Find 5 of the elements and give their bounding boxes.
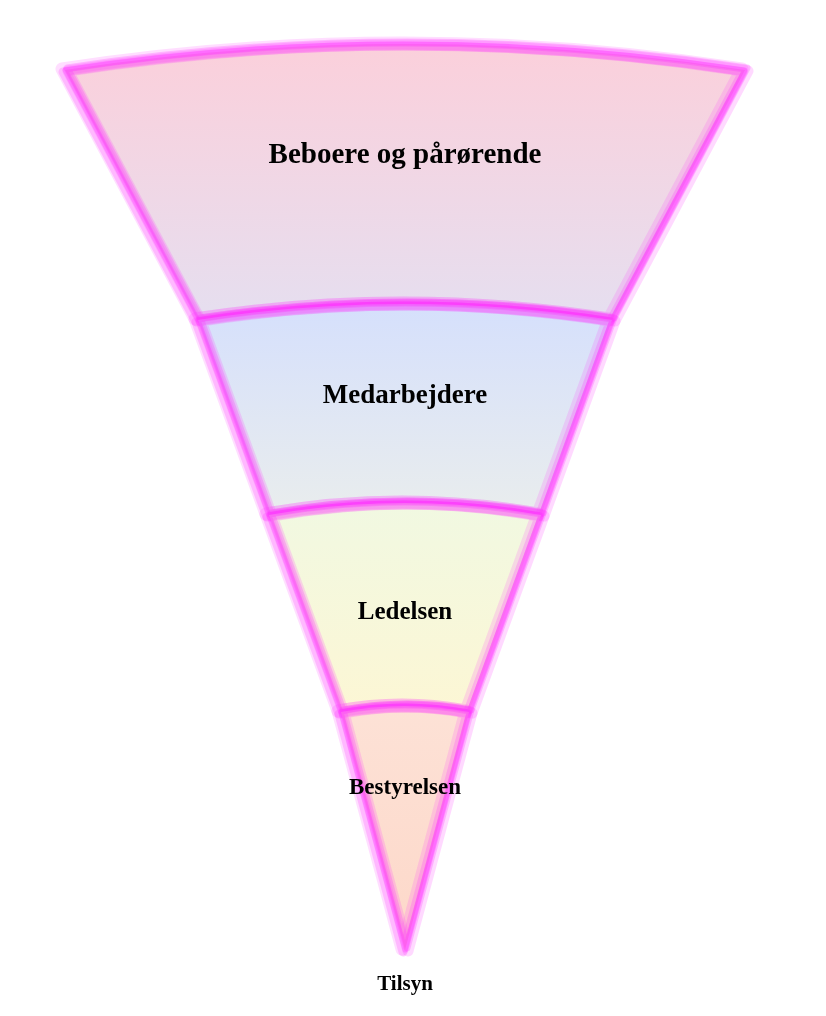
band-label: Medarbejdere — [322, 379, 488, 410]
tip-label: Tilsyn — [377, 972, 433, 996]
band-label: Ledelsen — [357, 597, 453, 625]
band-label: Bestyrelsen — [349, 774, 461, 800]
band-label: Beboere og pårørende — [268, 137, 542, 170]
